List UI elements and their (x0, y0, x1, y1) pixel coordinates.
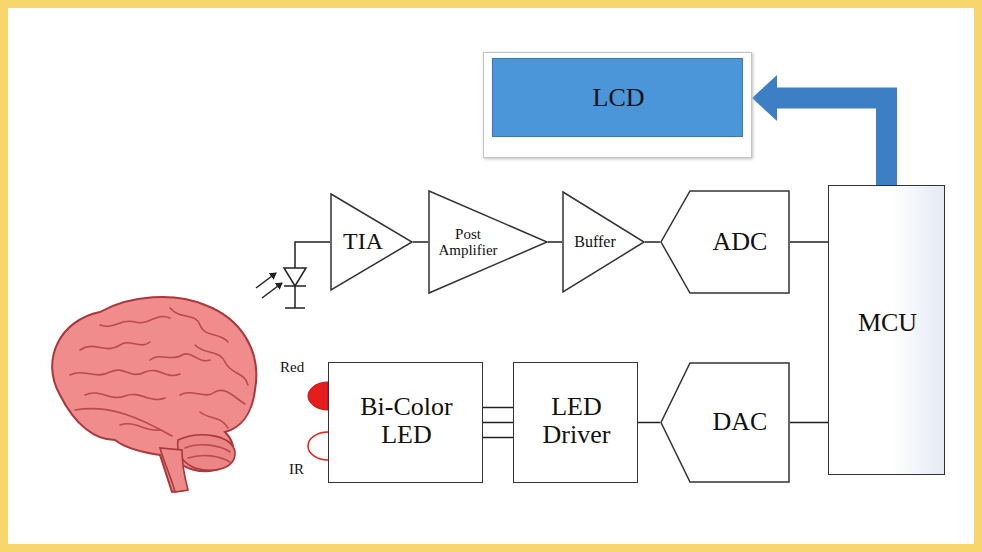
connector (790, 242, 828, 243)
node-text: Buffer (574, 233, 615, 250)
connector (638, 422, 660, 423)
light-arrow (256, 273, 276, 288)
node-text: TIA (343, 229, 383, 255)
connector-line (548, 241, 562, 243)
amplifier-triangle: TIA (330, 193, 413, 291)
process-box: Bi-Color LED (328, 362, 483, 483)
display-box: LCD (483, 52, 752, 158)
controller-box: MCU (828, 185, 945, 475)
node-text: ADC (713, 228, 768, 256)
shape-outline (331, 194, 412, 290)
amplifier-triangle: Post Amplifier (428, 190, 548, 294)
brain-illustration (52, 297, 256, 492)
photodiode-body (284, 268, 306, 286)
node-text: LED Driver (524, 393, 629, 449)
brain-cerebrum (52, 297, 256, 492)
connector (752, 75, 887, 185)
connector-line (638, 422, 660, 424)
red-led-symbol (308, 382, 328, 410)
node-text: MCU (858, 309, 917, 337)
converter-shape: DAC (660, 362, 790, 483)
connector (645, 242, 660, 243)
connector-line (483, 437, 513, 439)
connector-line (645, 241, 660, 243)
process-box: LED Driver (513, 362, 638, 483)
ground-symbol (285, 307, 305, 309)
connector (548, 242, 562, 243)
brain-gyri (70, 308, 248, 462)
ir-led-symbol (308, 432, 328, 460)
light-arrow (262, 283, 282, 298)
photodiode-bar (284, 286, 306, 308)
converter-shape: ADC (660, 190, 790, 294)
node-text: Post Amplifier (432, 226, 504, 258)
amplifier-triangle: Buffer (562, 191, 645, 293)
node-text: DAC (713, 408, 768, 436)
node-text: LCD (593, 84, 645, 112)
led-color-label: Red (280, 359, 304, 376)
connector-line (790, 241, 828, 243)
connector-line (413, 241, 428, 243)
brain-cerebellum (178, 435, 235, 470)
connector (413, 242, 428, 243)
photodiode-symbol (256, 242, 330, 308)
shape-outline (563, 192, 644, 292)
node-text: Bi-Color LED (339, 393, 474, 449)
led-color-label: IR (289, 461, 304, 478)
shape-outline (661, 191, 789, 293)
connector-line (777, 98, 887, 185)
arrow-head (752, 75, 777, 121)
brain-stem (160, 448, 188, 492)
shape-outline (661, 363, 789, 482)
connector (790, 422, 828, 423)
photodiode-wire (295, 242, 330, 268)
connector (483, 408, 513, 438)
shape-outline (429, 191, 547, 293)
connector-line (790, 422, 828, 424)
connector-line (483, 422, 513, 424)
connector-line (483, 407, 513, 409)
